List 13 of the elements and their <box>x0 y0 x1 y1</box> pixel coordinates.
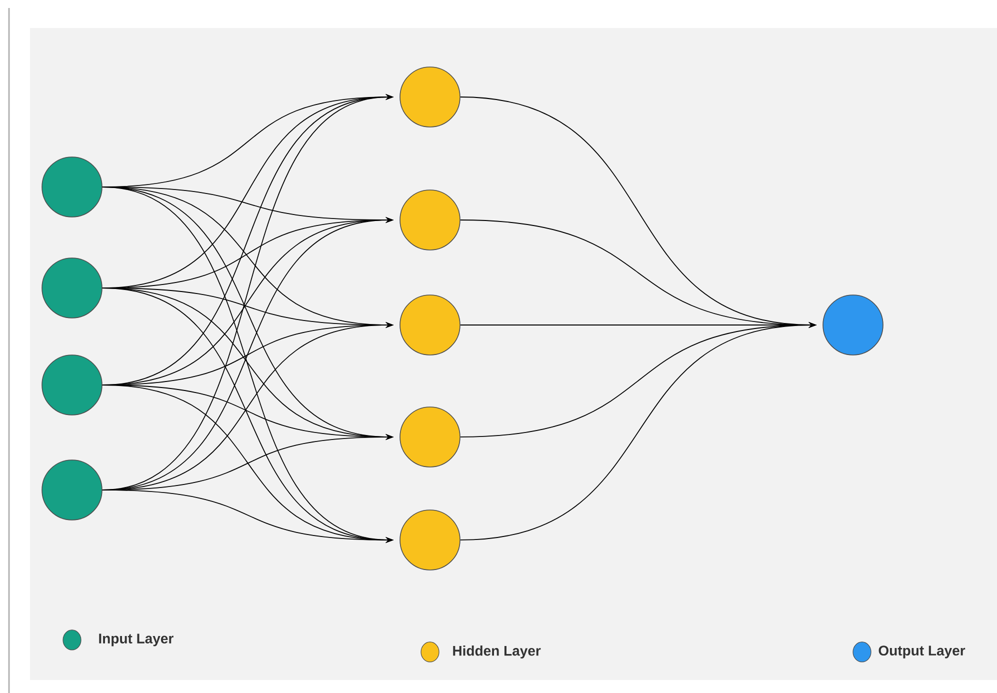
circle-node <box>42 354 102 416</box>
circle-node <box>42 258 102 318</box>
circle-node <box>400 406 460 468</box>
circle-node <box>400 190 460 250</box>
legend-label: Input Layer <box>99 634 174 646</box>
circle-node <box>400 294 460 356</box>
circle-node <box>400 510 460 570</box>
legend-label: Output Layer <box>878 646 966 658</box>
circle-node <box>42 460 102 520</box>
circle-node <box>400 66 460 128</box>
circle-node <box>42 156 102 218</box>
circle-node <box>822 294 884 356</box>
legend-label: Hidden Layer <box>453 645 541 658</box>
